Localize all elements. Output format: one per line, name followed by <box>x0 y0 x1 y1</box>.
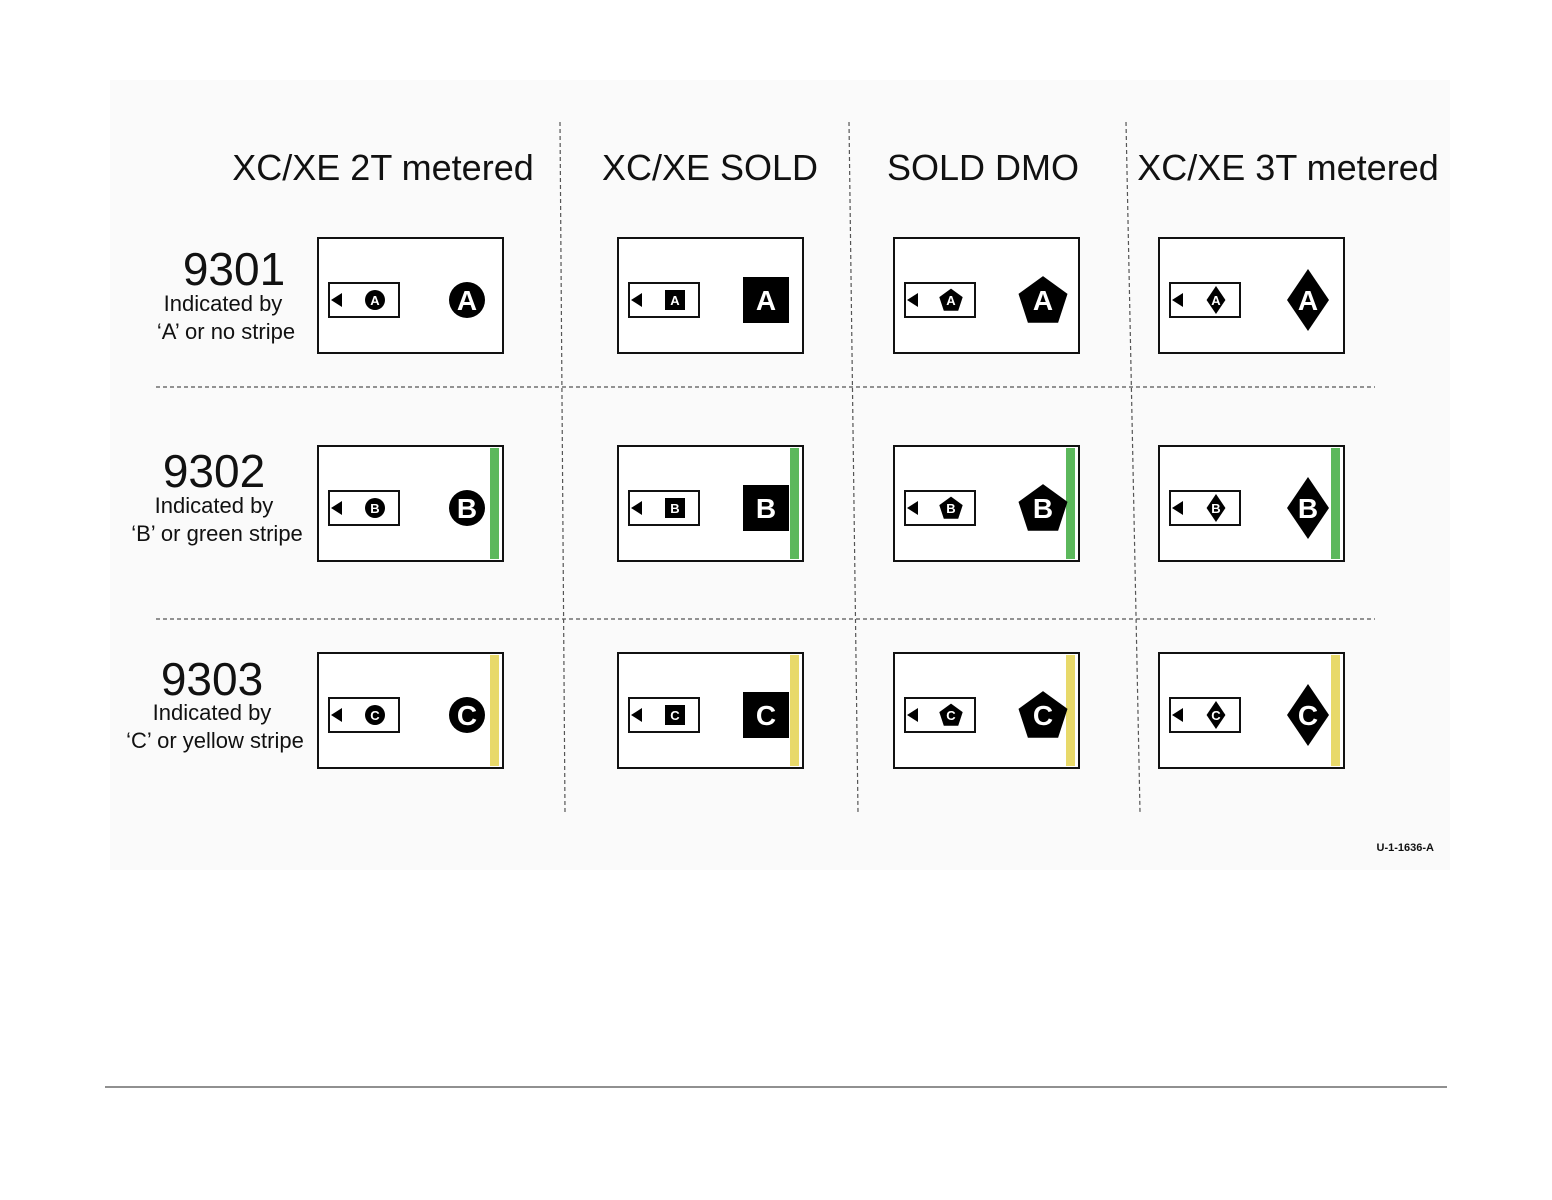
row-line2: ‘C’ or yellow stripe <box>126 728 304 753</box>
small-letter: A <box>1211 293 1221 308</box>
color-stripe <box>490 448 499 559</box>
large-letter: B <box>457 493 477 524</box>
large-letter: C <box>756 700 776 731</box>
color-stripe <box>1066 448 1075 559</box>
figure-code: U-1-1636-A <box>1377 842 1435 854</box>
column-header-3t-metered: XC/XE 3T metered <box>1137 147 1438 188</box>
small-letter: B <box>1211 501 1220 516</box>
row-line1: Indicated by <box>155 493 274 518</box>
small-letter: A <box>370 293 380 308</box>
large-letter: A <box>1298 285 1318 316</box>
color-stripe <box>790 448 799 559</box>
color-stripe <box>1066 655 1075 766</box>
row-code: 9303 <box>161 653 263 705</box>
color-stripe <box>790 655 799 766</box>
small-letter: C <box>370 708 380 723</box>
color-stripe <box>490 655 499 766</box>
large-letter: A <box>457 285 477 316</box>
color-stripe <box>1331 655 1340 766</box>
large-letter: A <box>1033 285 1053 316</box>
small-letter: B <box>370 501 379 516</box>
small-letter: A <box>946 293 956 308</box>
small-letter: C <box>1211 708 1221 723</box>
row-code: 9301 <box>183 243 285 295</box>
column-header-sold: XC/XE SOLD <box>602 147 818 188</box>
large-letter: C <box>457 700 477 731</box>
row-line2: ‘B’ or green stripe <box>131 521 303 546</box>
large-letter: C <box>1033 700 1053 731</box>
large-letter: B <box>1033 493 1053 524</box>
color-stripe <box>1331 448 1340 559</box>
column-header-2t-metered: XC/XE 2T metered <box>232 147 533 188</box>
row-line2: ‘A’ or no stripe <box>157 319 295 344</box>
small-letter: C <box>670 708 680 723</box>
large-letter: C <box>1298 700 1318 731</box>
small-letter: C <box>946 708 956 723</box>
small-letter: A <box>670 293 680 308</box>
row-code: 9302 <box>163 445 265 497</box>
column-header-sold-dmo: SOLD DMO <box>887 147 1079 188</box>
large-letter: B <box>1298 493 1318 524</box>
label-card-9303-2: CC <box>618 653 803 768</box>
small-letter: B <box>670 501 679 516</box>
row-line1: Indicated by <box>153 700 272 725</box>
row-line1: Indicated by <box>164 291 283 316</box>
large-letter: B <box>756 493 776 524</box>
small-letter: B <box>946 501 955 516</box>
large-letter: A <box>756 285 776 316</box>
